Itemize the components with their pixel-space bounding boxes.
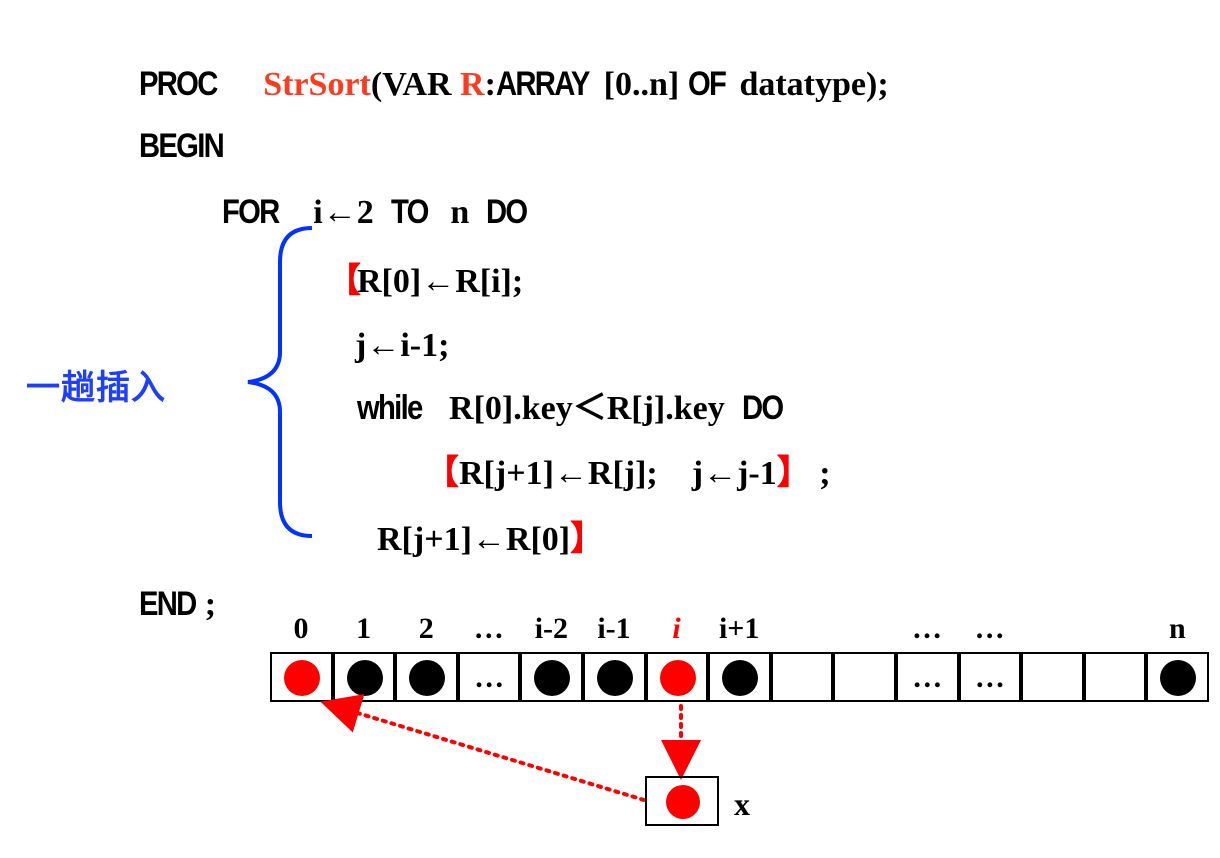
insert-close-bracket: 】 [570,521,605,558]
black-element-dot [597,660,633,696]
end-semicolon: ; [204,586,217,623]
array-index-label: … [974,612,1005,645]
array-index-label: … [912,612,942,645]
ellipsis-cell-text: … [474,661,505,694]
array-index-label: i [672,612,681,645]
array-range: [0..n] [603,66,688,103]
red-element-dot [284,660,320,696]
keyword-end: END [139,585,197,623]
code-line-begin: BEGIN [122,86,237,167]
for-init: i←2 [313,194,374,231]
arrow-x-to-0 [320,694,646,802]
proc-params-open: (VAR [370,66,460,103]
param-colon: : [484,66,496,103]
ellipsis-cell-text: … [912,661,943,694]
array-cell [833,652,896,702]
open-bracket: 【 [327,263,361,300]
array-index-label: i+1 [718,612,760,645]
for-limit: n [450,194,470,231]
array-index-label: n [1169,612,1186,645]
keyword-to: TO [390,193,429,231]
array-index-label: i-1 [597,612,631,645]
shift-close-bracket: 】 [776,455,811,492]
keyword-for: FOR [222,193,280,231]
red-element-dot [659,660,696,696]
keyword-begin: BEGIN [139,127,225,165]
curly-brace [247,226,313,538]
keyword-while-do: DO [741,389,784,427]
array-index-label: … [473,612,504,645]
black-element-dot [534,660,571,696]
array-cell [520,652,583,702]
array-index-label: 2 [418,612,434,645]
array-cell [708,652,771,702]
code-line-proc: PROC StrSort(VAR R:ARRAY [0..n] OF dataty… [122,24,889,105]
ellipsis-cell-text: … [974,661,1005,694]
shift-open-bracket: 【 [425,455,459,492]
array-cell [395,652,458,702]
array-index-label: 0 [293,612,309,645]
array-index-label: 1 [356,612,372,645]
shift-move: R[j+1]←R[j]; [459,455,658,492]
keyword-while: while [357,389,423,427]
array-row: … … … [270,652,1209,702]
save-sentinel: R[0]←R[i]; [357,263,524,300]
array-cell [1021,652,1084,702]
keyword-array: ARRAY [495,65,590,103]
code-line-insert: R[j+1]←R[0]】 [360,480,604,560]
code-line-save: 【R[0]←R[i]; [310,222,523,302]
keyword-do: DO [486,193,528,231]
array-cell [583,652,646,702]
keyword-proc: PROC [139,65,218,103]
array-cell [770,652,834,702]
code-line-for: FOR i←2 TO n DO [205,152,533,233]
black-element-dot [346,660,383,696]
temp-box [645,776,719,826]
shift-semicolon: ; [819,455,831,492]
keyword-of: OF [687,65,727,103]
pass-label: 一趟插入 [26,368,166,408]
array-cell [1083,652,1147,702]
code-line-end: END; [122,544,216,625]
array-cell [1146,652,1209,702]
j-init: j←i-1; [355,327,450,364]
array-cell [645,652,709,702]
black-element-dot [722,660,759,696]
array-cell: … [457,652,521,702]
shift-decrement: j←j-1 [691,455,777,492]
array-cell [270,652,333,702]
insert-stmt: R[j+1]←R[0] [377,521,571,558]
black-element-dot [1160,660,1197,696]
array-index-label: i-2 [534,612,569,645]
datatype: datatype); [730,66,889,103]
temp-dot [666,785,700,819]
array-cell [332,652,396,702]
temp-label: x [734,786,750,822]
code-line-while: while R[0].key＜R[j].key DO [340,348,789,429]
code-line-j-init: j←i-1; [338,286,449,366]
black-element-dot [409,660,446,696]
code-line-shift: 【R[j+1]←R[j]; j←j-1】 ; [408,414,831,494]
array-cell: … [896,652,959,702]
array-cell: … [958,652,1022,702]
param-r: R [460,66,485,103]
proc-name: StrSort [263,66,371,103]
while-condition: R[0].key＜R[j].key [449,390,725,427]
